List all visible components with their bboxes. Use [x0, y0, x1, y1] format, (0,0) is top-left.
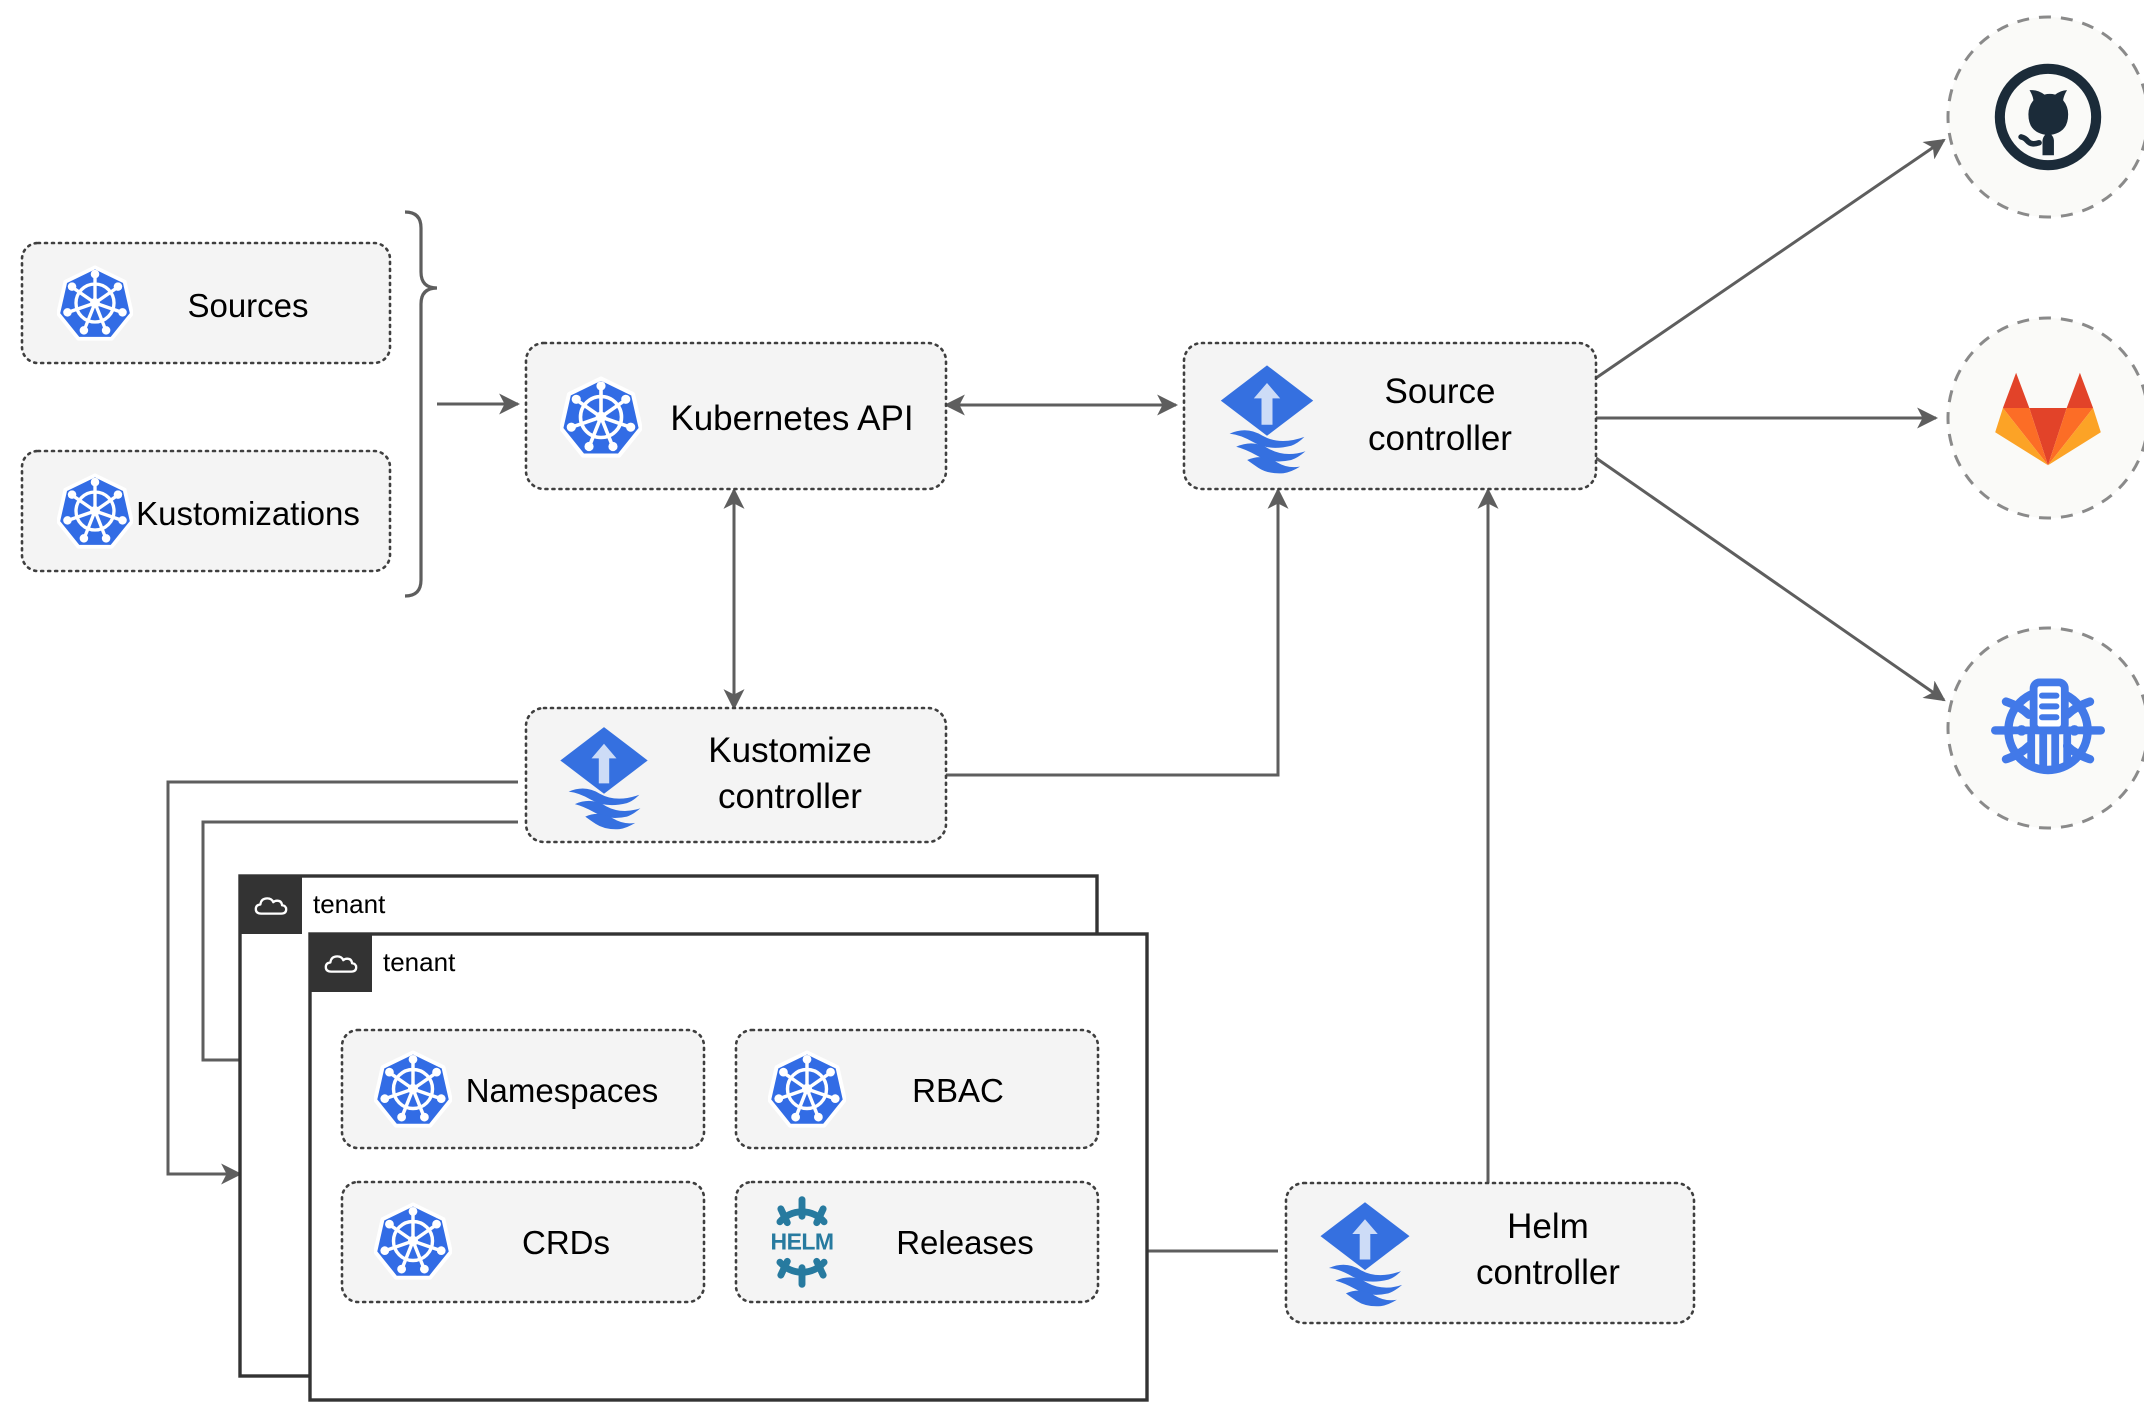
- node-label-namespaces: Namespaces: [466, 1072, 659, 1109]
- node-label-source-controller-line2: controller: [1368, 419, 1512, 458]
- node-label-kustomizations: Kustomizations: [136, 495, 360, 532]
- node-kustomize-controller[interactable]: Kustomize controller: [524, 706, 948, 844]
- kubernetes-icon: [374, 1202, 452, 1280]
- node-label-kustomize-controller-line2: controller: [718, 777, 862, 816]
- edge-source-to-github: [1595, 138, 1946, 380]
- node-registry[interactable]: [1946, 626, 2144, 830]
- kubernetes-icon: [57, 265, 133, 341]
- node-rbac[interactable]: RBAC: [734, 1028, 1100, 1150]
- node-helm-controller[interactable]: Helm controller: [1284, 1181, 1696, 1325]
- edge-kustomize-to-tenant-back: [166, 780, 518, 1185]
- node-label-kubernetes-api: Kubernetes API: [670, 399, 913, 438]
- node-label-releases: Releases: [896, 1224, 1034, 1261]
- node-label-helm-controller-line2: controller: [1476, 1253, 1620, 1292]
- kubernetes-icon: [374, 1050, 452, 1128]
- node-releases[interactable]: Releases: [734, 1180, 1100, 1304]
- node-label-kustomize-controller-line1: Kustomize: [708, 731, 871, 770]
- kubernetes-icon: [768, 1050, 846, 1128]
- node-crds[interactable]: CRDs: [340, 1180, 706, 1304]
- node-label-crds: CRDs: [522, 1224, 610, 1261]
- node-label-helm-controller-line1: Helm: [1507, 1207, 1589, 1246]
- edge-kustomize-to-source: [946, 487, 1289, 777]
- tenant-container-front: tenant: [308, 932, 1149, 1402]
- node-label-source-controller-line1: Source: [1385, 372, 1496, 411]
- node-source-controller[interactable]: Source controller: [1182, 341, 1598, 491]
- node-kubernetes-api[interactable]: Kubernetes API: [524, 341, 948, 491]
- node-github[interactable]: [1946, 15, 2144, 219]
- node-kustomizations[interactable]: Kustomizations: [20, 449, 392, 573]
- resources-bracket: [404, 210, 438, 598]
- node-sources[interactable]: Sources: [20, 241, 392, 365]
- node-namespaces[interactable]: Namespaces: [340, 1028, 706, 1150]
- tenant-label-back: tenant: [313, 889, 386, 919]
- node-label-sources: Sources: [187, 287, 308, 324]
- edge-source-to-registry: [1595, 456, 1946, 702]
- kubernetes-icon: [57, 473, 133, 549]
- node-gitlab[interactable]: [1946, 316, 2144, 520]
- kubernetes-icon: [561, 378, 641, 455]
- node-label-rbac: RBAC: [912, 1072, 1004, 1109]
- tenant-label-front: tenant: [383, 947, 456, 977]
- helm-icon: [771, 1200, 834, 1285]
